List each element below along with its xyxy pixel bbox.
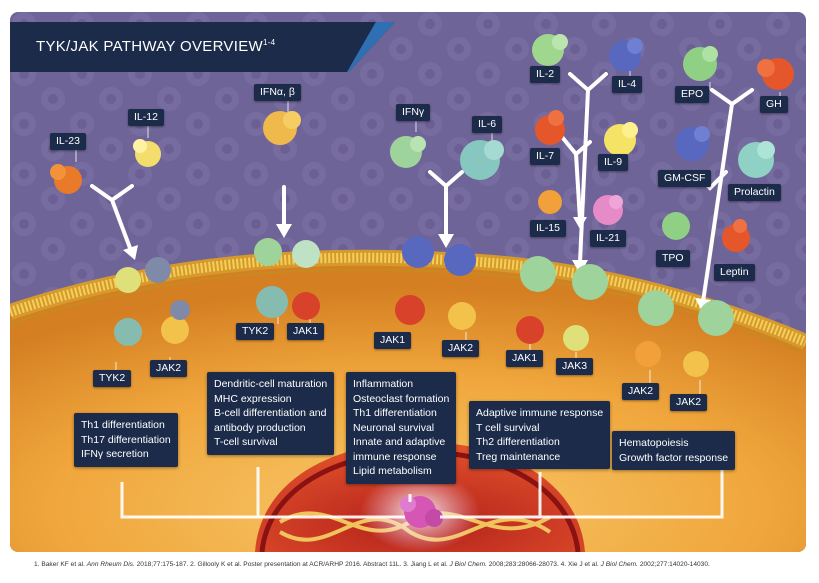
effect-text: Osteoclast formation [353, 392, 450, 405]
effect-text: Th1 differentiation [353, 407, 437, 419]
kinase-label-jak2: JAK2 [150, 360, 188, 377]
cytokine-label-prolactin: Prolactin [728, 184, 781, 201]
effect-text: T cell survival [476, 421, 540, 434]
effect-text: Lipid metabolism [353, 465, 432, 477]
cytokine-label-gmcsf: GM-CSF [658, 170, 712, 187]
effect-text: Th17 differentiation [81, 433, 171, 446]
effect-text: Dendritic-cell maturation [214, 378, 328, 390]
page-title: TYK/JAK PATHWAY OVERVIEW1-4 [36, 38, 276, 55]
effect-text: Th2 differentiation [476, 436, 560, 448]
effects-box-5: Hematopoiesis Growth factor response [612, 431, 736, 470]
effect-text: MHC expression [214, 392, 292, 405]
effect-text: T-cell survival [214, 436, 278, 448]
effect-text: Adaptive immune response [476, 407, 604, 419]
kinase-label-jak1: JAK1 [287, 323, 325, 340]
effects-box-1: Th1 differentiation Th17 differentiation… [74, 413, 178, 467]
kinase-label-jak3: JAK3 [556, 358, 594, 375]
cytokine-label-gh: GH [760, 96, 788, 113]
effect-text: Innate and adaptive [353, 436, 446, 448]
kinase-label-tyk2: TYK2 [236, 323, 275, 340]
cytokine-label-ifnab: IFNα, β [254, 84, 301, 101]
effect-text: IFNγ secretion [81, 448, 149, 460]
cytokine-label-il23: IL-23 [50, 133, 86, 150]
effect-text: Hematopoiesis [619, 437, 689, 449]
effect-text: Growth factor response [619, 451, 729, 464]
kinase-label-jak2: JAK2 [670, 394, 708, 411]
effect-text: B-cell differentiation and [214, 407, 327, 419]
effect-text: Neuronal survival [353, 421, 435, 434]
effect-text: Inflammation [353, 378, 414, 390]
effect-text: antibody production [214, 421, 306, 434]
cytokine-label-il9: IL-9 [598, 154, 629, 171]
effects-box-4: Adaptive immune response T cell survival… [469, 401, 611, 469]
kinase-label-tyk2: TYK2 [93, 370, 132, 387]
kinase-label-jak2: JAK2 [622, 383, 660, 400]
cytokine-label-leptin: Leptin [714, 264, 755, 281]
cytokine-label-il15: IL-15 [530, 220, 566, 237]
effect-text: Treg maintenance [476, 450, 561, 463]
effect-text: Th1 differentiation [81, 419, 165, 431]
pathway-figure: TYK/JAK PATHWAY OVERVIEW1-4 IL-23 IL-12 … [10, 12, 806, 552]
cytokine-label-epo: EPO [675, 86, 710, 103]
cytokine-label-il2: IL-2 [530, 66, 561, 83]
effects-box-2: Dendritic-cell maturation MHC expression… [207, 372, 335, 455]
cytokine-label-il12: IL-12 [128, 109, 164, 126]
cytokine-label-il4: IL-4 [612, 76, 643, 93]
effect-text: immune response [353, 450, 437, 463]
kinase-label-jak1: JAK1 [506, 350, 544, 367]
effects-box-3: Inflammation Osteoclast formation Th1 di… [346, 372, 457, 484]
cytokine-label-il7: IL-7 [530, 148, 561, 165]
references: 1. Baker KF et al. Ann Rheum Dis. 2018;7… [34, 561, 710, 568]
cytokine-label-il21: IL-21 [590, 230, 626, 247]
cytokine-label-ifng: IFNγ [396, 104, 431, 121]
kinase-label-jak1: JAK1 [374, 332, 412, 349]
cytokine-label-tpo: TPO [656, 250, 690, 267]
kinase-label-jak2: JAK2 [442, 340, 480, 357]
cytokine-label-il6: IL-6 [472, 116, 503, 133]
